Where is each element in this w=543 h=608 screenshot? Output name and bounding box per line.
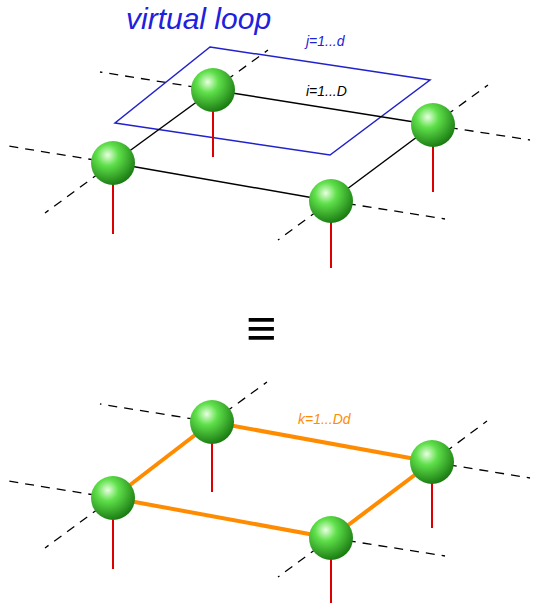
physical-legs [113,422,432,603]
dashed-bonds [8,50,530,240]
index-label: i=1...D [306,84,347,99]
merged-bonds [113,422,432,538]
dashed-bonds [8,382,530,577]
index-label: k=1...Dd [298,412,351,427]
tensor-spheres [91,68,455,223]
title-label: virtual loop [126,2,271,35]
virtual-loop [115,47,430,155]
equivalence-symbol: ≡ [246,300,276,357]
index-label: j=1...d [306,34,345,49]
physical-legs [113,90,433,268]
bonds [113,90,433,201]
tensor-spheres [91,400,454,560]
